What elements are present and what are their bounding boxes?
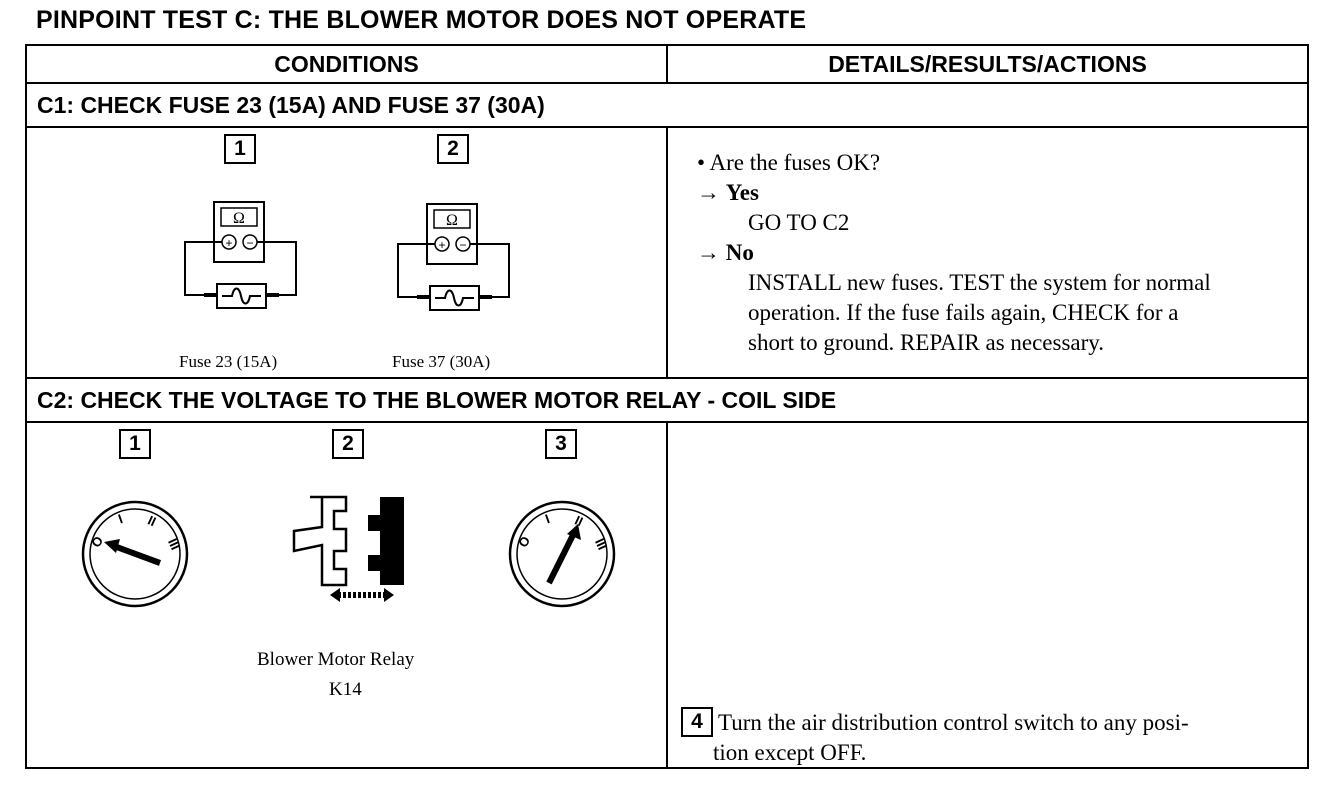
no-action-line-3: short to ground. REPAIR as necessary. xyxy=(748,330,1105,355)
arrow-right-icon: → xyxy=(697,240,720,265)
c1-question: • Are the fuses OK? xyxy=(697,150,881,175)
c2-conditions-cell: 1 2 3 O I II III xyxy=(25,421,668,769)
ignition-switch-position-iii-icon: O I II III xyxy=(508,500,616,608)
svg-text:+: + xyxy=(225,236,232,250)
ohmmeter-fuse-37-diagram: Ω + − xyxy=(397,203,510,311)
page-title: PINPOINT TEST C: THE BLOWER MOTOR DOES N… xyxy=(36,6,807,34)
step-4-line-2: tion except OFF. xyxy=(713,740,867,765)
c1-step-2-box: 2 xyxy=(437,134,469,164)
svg-text:−: − xyxy=(246,236,253,250)
c1-no-row: → No xyxy=(697,240,754,266)
svg-text:−: − xyxy=(459,238,466,252)
fuse-23-label: Fuse 23 (15A) xyxy=(179,352,278,371)
relay-label: Blower Motor Relay xyxy=(257,649,415,670)
c2-step-3-box: 3 xyxy=(545,429,577,459)
yes-label: Yes xyxy=(725,180,759,205)
fuse-37-label: Fuse 37 (30A) xyxy=(392,352,491,371)
no-action-line-2: operation. If the fuse fails again, CHEC… xyxy=(748,300,1179,325)
c1-step-1-box: 1 xyxy=(224,134,256,164)
c2-step-2-box: 2 xyxy=(332,429,364,459)
ohm-symbol: Ω xyxy=(233,210,245,227)
pinpoint-test-table: CONDITIONS DETAILS/RESULTS/ACTIONS C1: C… xyxy=(25,44,1309,769)
svg-text:I: I xyxy=(543,511,552,526)
c2-step-4-box: 4 xyxy=(681,707,713,737)
no-label: No xyxy=(725,240,754,265)
c2-details-cell: 4 Turn the air distribution control swit… xyxy=(666,421,1309,769)
ignition-switch-off-icon: O I II III xyxy=(81,500,189,608)
c2-section-heading: C2: CHECK THE VOLTAGE TO THE BLOWER MOTO… xyxy=(25,377,1309,423)
details-column-header: DETAILS/RESULTS/ACTIONS xyxy=(666,44,1309,84)
c1-conditions-cell: 1 2 Ω + − Ω xyxy=(25,126,668,379)
c2-step-1-box: 1 xyxy=(119,429,151,459)
c1-section-heading: C1: CHECK FUSE 23 (15A) AND FUSE 37 (30A… xyxy=(25,82,1309,128)
step-4-line-1: Turn the air distribution control switch… xyxy=(718,710,1189,735)
ohm-symbol: Ω xyxy=(446,212,458,229)
relay-id: K14 xyxy=(329,679,362,700)
conditions-column-header: CONDITIONS xyxy=(25,44,668,84)
c1-details-cell: • Are the fuses OK? → Yes GO TO C2 → No … xyxy=(666,126,1309,379)
arrow-right-icon: → xyxy=(697,180,720,205)
c1-yes-row: → Yes xyxy=(697,180,759,206)
blower-motor-relay-connector-icon xyxy=(292,495,404,602)
yes-action: GO TO C2 xyxy=(748,210,850,235)
svg-text:+: + xyxy=(438,238,445,252)
svg-text:I: I xyxy=(116,511,125,526)
ohmmeter-fuse-23-diagram: Ω + − xyxy=(184,201,297,309)
no-action-line-1: INSTALL new fuses. TEST the system for n… xyxy=(748,270,1211,295)
